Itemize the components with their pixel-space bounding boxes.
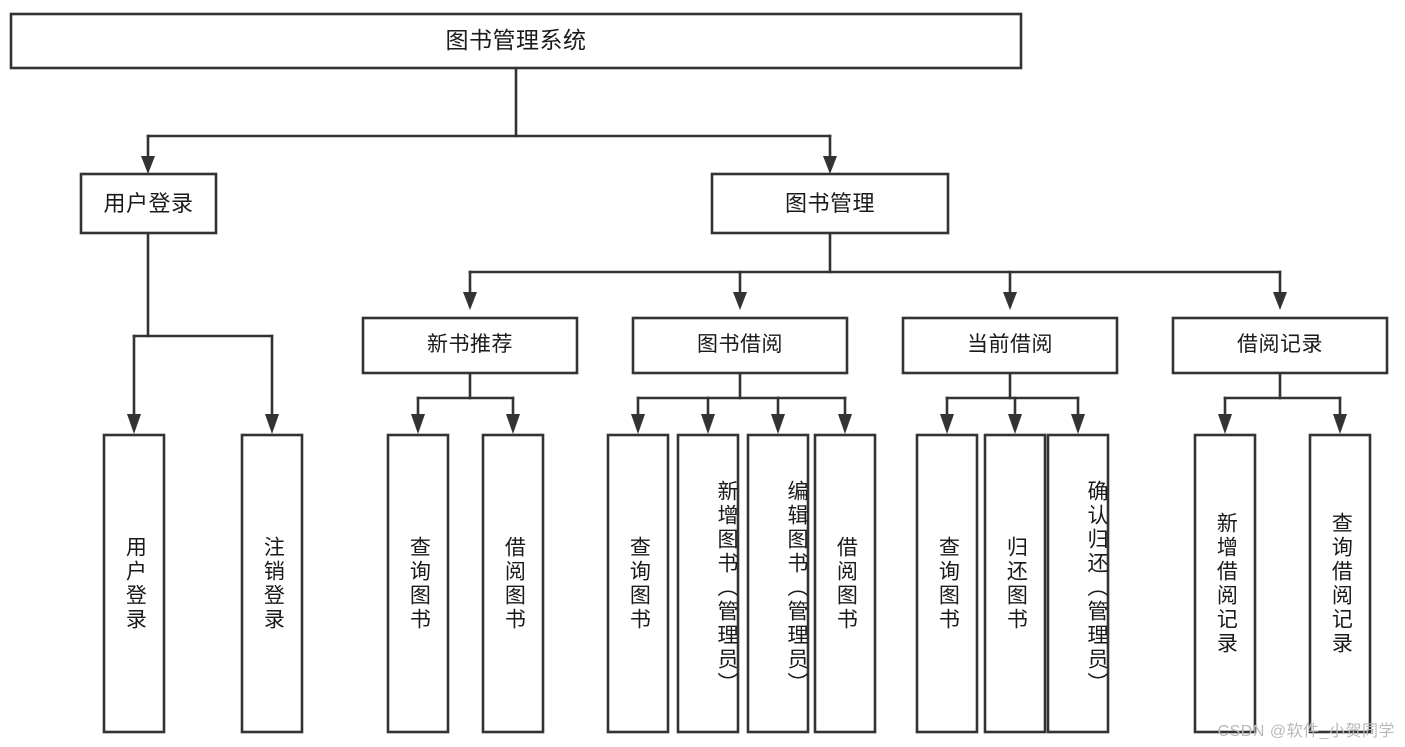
- node-box-leaf-4[interactable]: [606, 433, 670, 734]
- node-box-book-borrow[interactable]: [631, 316, 849, 375]
- node-box-leaf-10[interactable]: [1046, 433, 1110, 734]
- node-box-leaf-1[interactable]: [240, 433, 304, 734]
- edges-root-to-level2: [141, 67, 837, 174]
- node-box-leaf-8[interactable]: [915, 433, 979, 734]
- node-box-leaf-9[interactable]: [983, 433, 1047, 734]
- watermark-text: CSDN @软件_小贺同学: [1217, 723, 1395, 740]
- node-box-borrow-record[interactable]: [1171, 316, 1389, 375]
- edges-currentborrow-to-leaves: [940, 372, 1085, 434]
- node-box-book-mgmt[interactable]: [710, 172, 950, 235]
- node-box-leaf-6[interactable]: [746, 433, 810, 734]
- node-box-leaf-11[interactable]: [1193, 433, 1257, 734]
- edges-borrowrecord-to-leaves: [1218, 372, 1347, 434]
- node-box-user-login[interactable]: [79, 172, 218, 235]
- node-box-leaf-7[interactable]: [813, 433, 877, 734]
- node-box-leaf-3[interactable]: [481, 433, 545, 734]
- node-box-leaf-5[interactable]: [676, 433, 740, 734]
- node-box-root[interactable]: [9, 12, 1023, 70]
- node-box-leaf-0[interactable]: [102, 433, 166, 734]
- node-box-leaf-12[interactable]: [1308, 433, 1372, 734]
- node-box-current-borrow[interactable]: [901, 316, 1119, 375]
- node-box-leaf-2[interactable]: [386, 433, 450, 734]
- edges-bookborrow-to-leaves: [631, 372, 852, 434]
- edges-userlogin-to-leaves: [127, 232, 279, 434]
- edges-newbook-to-leaves: [411, 372, 520, 434]
- edges-booksys-to-level3: [463, 232, 1287, 310]
- node-box-new-book-rec[interactable]: [361, 316, 579, 375]
